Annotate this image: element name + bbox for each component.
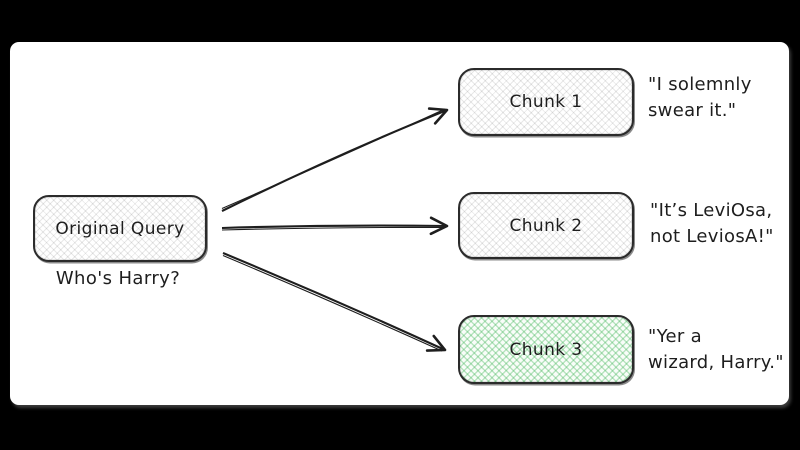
- chunk1-node: Chunk 1: [458, 68, 634, 136]
- arrow-original-to-chunk2: [221, 216, 449, 236]
- chunk1-label: Chunk 1: [509, 92, 583, 112]
- chunk2-label: Chunk 2: [509, 215, 583, 236]
- chunk3-quote-line1: "Yer a: [648, 326, 702, 347]
- original-query-node: Original Query: [33, 195, 207, 262]
- chunk3-node: Chunk 3: [458, 315, 634, 384]
- chunk1-quote: "I solemnly swear it.": [648, 72, 752, 124]
- arrow-original-to-chunk3: [222, 252, 447, 352]
- arrow-original-to-chunk1: [221, 107, 449, 212]
- chunk3-quote: "Yer a wizard, Harry.": [648, 324, 784, 376]
- chunk2-quote-line2: not LeviosA!": [650, 226, 774, 247]
- chunk1-quote-line1: "I solemnly: [648, 74, 752, 95]
- chunk3-label: Chunk 3: [509, 339, 583, 360]
- original-query-label: Original Query: [55, 218, 185, 239]
- chunk2-quote-line1: "It’s LeviOsa,: [650, 200, 773, 221]
- chunk2-node: Chunk 2: [458, 192, 634, 259]
- original-query-caption: Who's Harry?: [55, 268, 181, 289]
- diagram-canvas: Original Query Who's Harry? Chunk 1 "I s…: [10, 42, 789, 405]
- chunk1-quote-line2: swear it.": [648, 100, 737, 121]
- chunk3-quote-line2: wizard, Harry.": [648, 352, 784, 373]
- chunk2-quote: "It’s LeviOsa, not LeviosA!": [650, 198, 774, 250]
